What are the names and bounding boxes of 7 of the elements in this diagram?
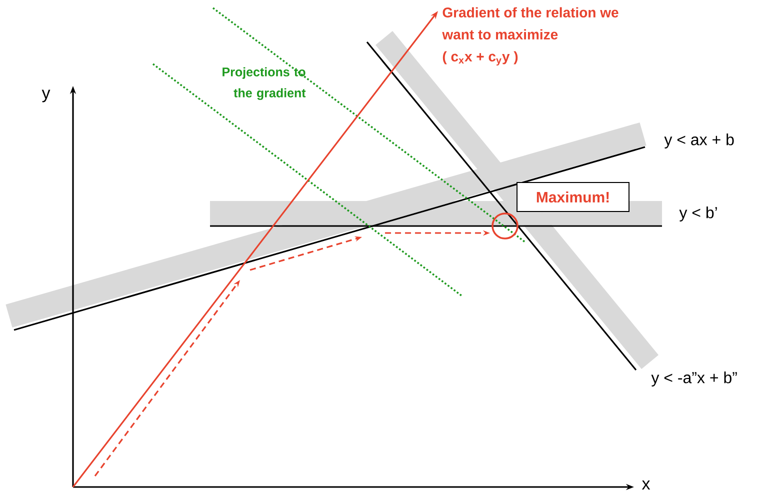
axis-label: y [42, 90, 50, 102]
constraint-label: y < ax + b [664, 134, 734, 148]
constraint-label: y < -a”x + b” [651, 372, 737, 386]
gradient-label: ( c$_{x}$x + c$_{y}$y ) [442, 51, 518, 66]
callout-box: Maximum! [516, 182, 630, 212]
constraint-label: y < b’ [679, 206, 717, 222]
axis-label: x [642, 480, 650, 490]
